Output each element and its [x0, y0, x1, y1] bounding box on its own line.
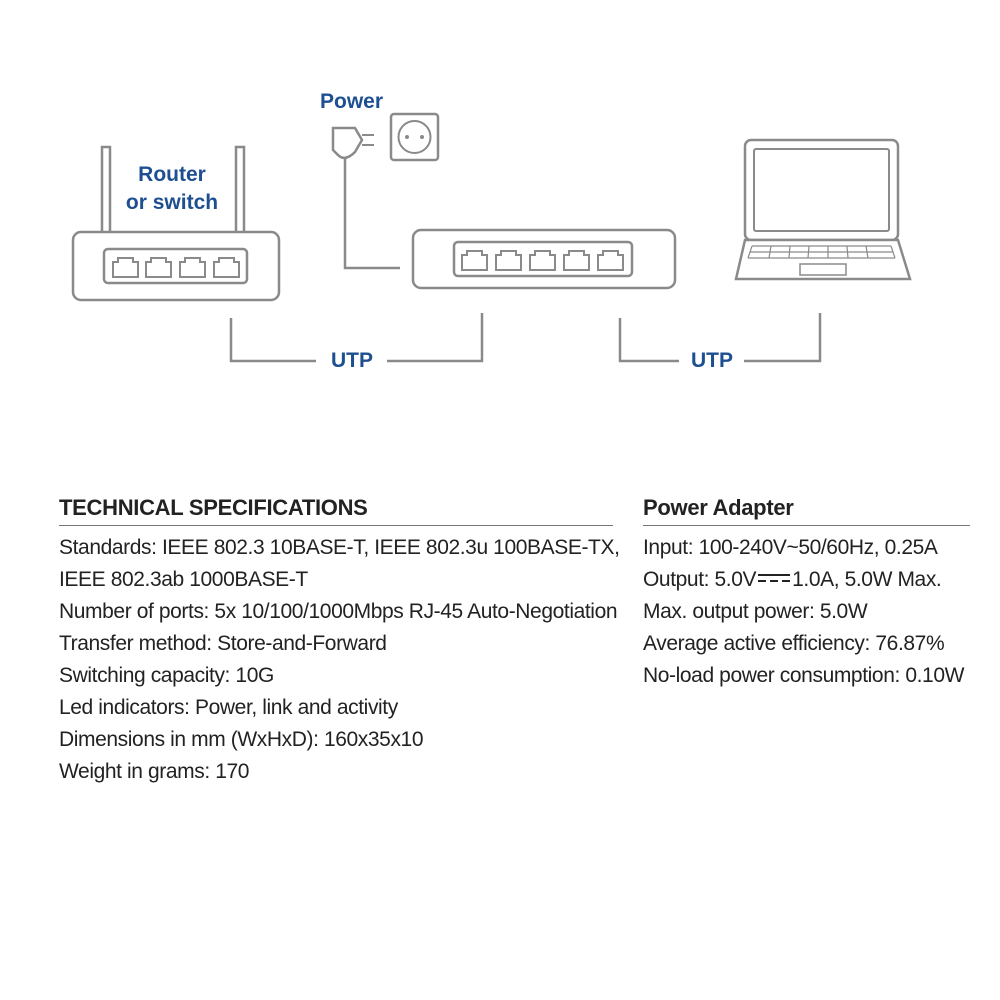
router-ports	[112, 257, 240, 278]
adapter-output-prefix: Output: 5.0V	[643, 568, 757, 591]
laptop-keyboard	[747, 245, 896, 276]
power-adapter-title: Power Adapter	[643, 495, 970, 526]
power-plug-icon	[331, 126, 364, 160]
spec-item: Dimensions in mm (WxHxD): 160x35x10	[59, 728, 424, 751]
power-supply	[331, 112, 440, 270]
utp-line-right-a	[618, 318, 679, 363]
dc-symbol-icon	[758, 574, 791, 583]
utp-label-left: UTP	[331, 349, 373, 372]
spec-item: Standards: IEEE 802.3 10BASE-T, IEEE 802…	[59, 536, 620, 559]
adapter-no-load: No-load power consumption: 0.10W	[643, 664, 965, 687]
technical-specifications: TECHNICAL SPECIFICATIONS Standards: IEEE…	[59, 495, 620, 788]
switch-port	[461, 250, 488, 271]
switch-ports	[461, 250, 624, 271]
tech-specs-list: Standards: IEEE 802.3 10BASE-T, IEEE 802…	[59, 532, 620, 788]
power-cable	[343, 155, 400, 270]
adapter-output: Output: 5.0V 1.0A, 5.0W Max.	[643, 564, 970, 596]
router-left-antenna	[100, 145, 112, 235]
power-adapter-specifications: Power Adapter Input: 100-240V~50/60Hz, 0…	[643, 495, 970, 692]
adapter-max-power: Max. output power: 5.0W	[643, 600, 868, 623]
network-diagram: Power Router or switch UTP UTP	[71, 90, 912, 372]
network-switch-device	[411, 228, 677, 290]
spec-item: Weight in grams: 170	[59, 760, 250, 783]
spec-item: IEEE 802.3ab 1000BASE-T	[59, 568, 308, 591]
switch-port	[529, 250, 556, 271]
laptop-screen	[753, 148, 890, 232]
router-port-panel	[102, 247, 249, 285]
adapter-output-suffix: 1.0A, 5.0W Max.	[792, 568, 942, 591]
laptop-device	[734, 138, 912, 281]
router-port	[112, 257, 139, 278]
utp-line-left-a	[229, 318, 316, 363]
adapter-efficiency: Average active efficiency: 76.87%	[643, 632, 945, 655]
router-port	[213, 257, 240, 278]
router-right-antenna	[234, 145, 246, 235]
utp-line-right-b	[744, 313, 822, 363]
switch-port	[597, 250, 624, 271]
utp-connections	[229, 313, 822, 363]
router-device	[71, 145, 281, 302]
power-adapter-list: Input: 100-240V~50/60Hz, 0.25A Output: 5…	[643, 532, 970, 692]
laptop-touchpad	[799, 263, 847, 276]
spec-item: Transfer method: Store-and-Forward	[59, 632, 387, 655]
router-port	[145, 257, 172, 278]
router-label-line2: or switch	[126, 191, 218, 214]
utp-line-left-b	[387, 313, 484, 363]
adapter-input: Input: 100-240V~50/60Hz, 0.25A	[643, 536, 938, 559]
switch-port-panel	[452, 240, 634, 278]
tech-specs-title: TECHNICAL SPECIFICATIONS	[59, 495, 613, 526]
spec-item: Number of ports: 5x 10/100/1000Mbps RJ-4…	[59, 600, 618, 623]
switch-port	[563, 250, 590, 271]
utp-label-right: UTP	[691, 349, 733, 372]
router-port	[179, 257, 206, 278]
router-label-line1: Router	[138, 163, 206, 186]
spec-item: Led indicators: Power, link and activity	[59, 696, 398, 719]
power-label: Power	[320, 90, 383, 113]
switch-port	[495, 250, 522, 271]
spec-item: Switching capacity: 10G	[59, 664, 274, 687]
